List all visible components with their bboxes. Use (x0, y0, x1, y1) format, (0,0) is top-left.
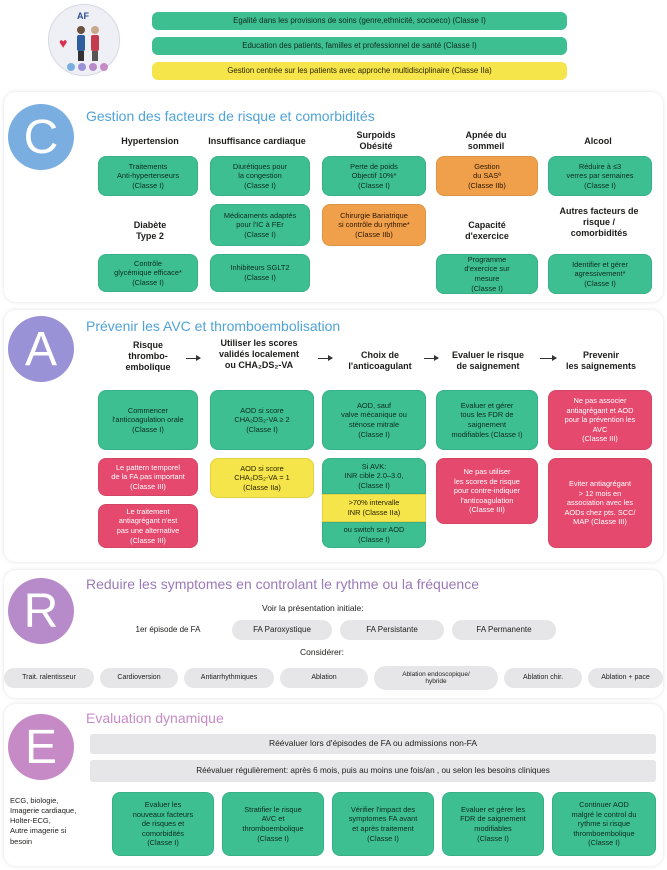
principle-multidisciplinary: Gestion centrée sur les patients avec ap… (152, 62, 567, 80)
a-box-switch-doac: ou switch sur AOD (Classe I) (322, 522, 426, 548)
e-box-continue-doac: Continuer AOD malgré le control du rythm… (552, 792, 656, 856)
a-box-doac-score2: AOD si score CHA₂DS₂-VA ≥ 2 (Classe I) (210, 390, 314, 450)
a-header-scores: Utiliser les scores validés localement o… (218, 338, 300, 370)
c-header-hypertension: Hypertension (121, 136, 179, 146)
e-bar-regular: Réévaluer régulièrement: après 6 mois, p… (90, 760, 656, 782)
c-box-diuretics: Diurétiques pour la congestion (Classe I… (210, 156, 310, 196)
a-arrow-3 (424, 355, 439, 361)
c-box-exercise-program: Programme d'exercice sur mesure (Classe … (436, 254, 538, 294)
e-box-symptom-impact: Vérifier l'impact des symptomes FA avant… (332, 792, 434, 856)
r-treatment-ablate-pace: Ablation + pace (588, 668, 663, 688)
section-e-title: Evaluation dynamique (86, 710, 224, 726)
principle-education: Education des patients, familles et prof… (152, 37, 567, 55)
c-box-weight-loss: Perte de poids Objectif 10%* (Classe I) (322, 156, 426, 196)
r-subtitle-consider: Considérer: (300, 647, 344, 657)
a-box-not-alternative: Le traitement antiagrégant n'est pas une… (98, 504, 198, 548)
r-treatment-cardioversion: Cardioversion (100, 668, 178, 688)
r-presentation-paroxysmal: FA Paroxystique (232, 620, 332, 640)
a-header-bleeding-risk: Evaluer le risque de saignement (451, 350, 525, 371)
heart-icon: ♥ (59, 35, 68, 51)
c-header-sleep-apnea: Apnée du sommeil (465, 130, 507, 151)
logo: AF ♥ (48, 4, 120, 76)
r-treatment-endoscopic: Ablation endoscopique/ hybride (374, 666, 498, 690)
section-r-title: Reduire les symptomes en controlant le r… (86, 576, 479, 592)
c-box-sglt2: Inhibiteurs SGLT2 (Classe I) (210, 254, 310, 292)
r-presentation-first: 1er épisode de FA (135, 625, 201, 635)
c-box-antihypertensive: Traitements Anti-hypertenseurs (Classe I… (98, 156, 198, 196)
a-box-no-scores: Ne pas utiliser les scores de risque pou… (436, 458, 538, 524)
r-treatment-rate-control: Trait. ralentisseur (4, 668, 94, 688)
principle-equality: Egalité dans les provisions de soins (ge… (152, 12, 567, 30)
e-box-bleeding-fdr: Evaluer et gérer les FDR de saignement m… (442, 792, 544, 856)
a-box-doac-unless: AOD, sauf valve mécanique ou sténose mit… (322, 390, 426, 450)
c-header-exercise: Capacité d'exercice (465, 220, 509, 241)
section-c-title: Gestion des facteurs de risque et comorb… (86, 108, 375, 124)
a-box-start-oac: Commencer l'anticoagulation orale (Class… (98, 390, 198, 450)
a-box-avk: Si AVK: INR cible 2.0–3.0, (Classe I) (322, 458, 426, 494)
r-treatment-ablation: Ablation (280, 668, 368, 688)
r-presentation-persistent: FA Persistante (340, 620, 444, 640)
c-box-sas: Gestion du SASª (Classe IIb) (436, 156, 538, 196)
c-header-diabetes: Diabète Type 2 (133, 220, 167, 241)
c-header-heart-failure: Insuffisance cardiaque (208, 136, 306, 146)
a-box-doac-score1: AOD si score CHA₂DS₂-VA = 1 (Classe IIa) (210, 458, 314, 498)
c-box-other-risk: Identifier et gérer agressivement* (Clas… (548, 254, 652, 294)
a-header-anticoag: Choix de l'anticoagulant (348, 350, 412, 371)
e-box-stratify-stroke: Stratifier le risque AVC et thromboembol… (222, 792, 324, 856)
a-box-bleeding-fdr: Evaluer et gérer tous les FDR de saignem… (436, 390, 538, 450)
a-arrow-4 (540, 355, 557, 361)
e-tests: ECG, biologie, Imagerie cardiaque, Holte… (10, 796, 77, 846)
c-box-alcohol: Réduire à ≤3 verres par semaines (Classe… (548, 156, 652, 196)
e-box-new-risk-factors: Evaluer les nouveaux facteurs de risques… (112, 792, 214, 856)
section-c-letter: C (8, 104, 74, 170)
section-e-letter: E (8, 714, 74, 780)
a-box-pattern: Le pattern temporel de la FA pas importa… (98, 458, 198, 496)
c-box-hf-drugs: Médicaments adaptés pour l'IC à FEr (Cla… (210, 204, 310, 246)
c-box-glycemic: Contrôle glycémique efficace* (Classe I) (98, 254, 198, 292)
logo-text: AF (77, 11, 89, 21)
section-a-title: Prévenir les AVC et thromboembolisation (86, 318, 341, 334)
logo-dots (67, 63, 108, 71)
r-treatment-surgical: Ablation chir. (504, 668, 582, 688)
r-subtitle-presentation: Voir la présentation initiale: (262, 603, 364, 613)
section-a-letter: A (8, 316, 74, 382)
a-arrow-1 (186, 355, 201, 361)
e-bar-episodes: Réévaluer lors d'épisodes de FA ou admis… (90, 734, 656, 754)
people-icon (77, 26, 99, 61)
c-header-other-risk: Autres facteurs de risque / comorbidités (559, 206, 639, 238)
r-treatment-antiarrhythmics: Antiarrhythmiques (184, 668, 274, 688)
c-header-obesity: Surpoids Obésité (356, 130, 396, 151)
a-arrow-2 (318, 355, 333, 361)
c-header-alcohol: Alcool (584, 136, 612, 146)
a-header-prevent-bleeding: Prevenir les saignements (565, 350, 637, 371)
a-box-avoid-antiplatelet: Eviter antiagrégant > 12 mois en associa… (548, 458, 652, 548)
a-box-no-antiplatelet: Ne pas associer antiagrégant et AOD pour… (548, 390, 652, 450)
r-presentation-permanent: FA Permanente (452, 620, 556, 640)
a-header-risk: Risque thrombo- embolique (125, 340, 171, 372)
a-box-inr: >70% intervalle INR (Classe IIa) (322, 494, 426, 522)
c-box-bariatric: Chirurgie Bariatrique si contrôle du ryt… (322, 204, 426, 246)
section-r-letter: R (8, 578, 74, 644)
